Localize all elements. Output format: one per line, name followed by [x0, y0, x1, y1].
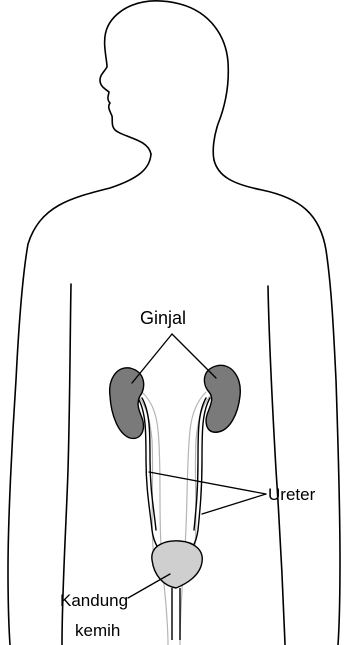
ureters — [138, 398, 210, 554]
label-bladder-line1: Kandung — [60, 592, 128, 609]
ginjal-leader-right — [172, 334, 216, 378]
ureter-leader-top — [149, 472, 266, 494]
label-kidney: Ginjal — [140, 309, 186, 327]
ginjal-leader-left — [132, 334, 172, 383]
urethra — [172, 588, 180, 640]
kidney-left — [110, 368, 144, 439]
head-outline — [100, 1, 228, 160]
bladder-shape — [152, 541, 202, 588]
ureter-leader-bottom — [202, 494, 266, 514]
label-bladder-line2: kemih — [75, 622, 120, 639]
bladder — [152, 541, 202, 640]
kidneys — [110, 365, 241, 438]
label-ureter: Ureter — [268, 486, 315, 503]
right-inner-arm — [268, 286, 285, 645]
